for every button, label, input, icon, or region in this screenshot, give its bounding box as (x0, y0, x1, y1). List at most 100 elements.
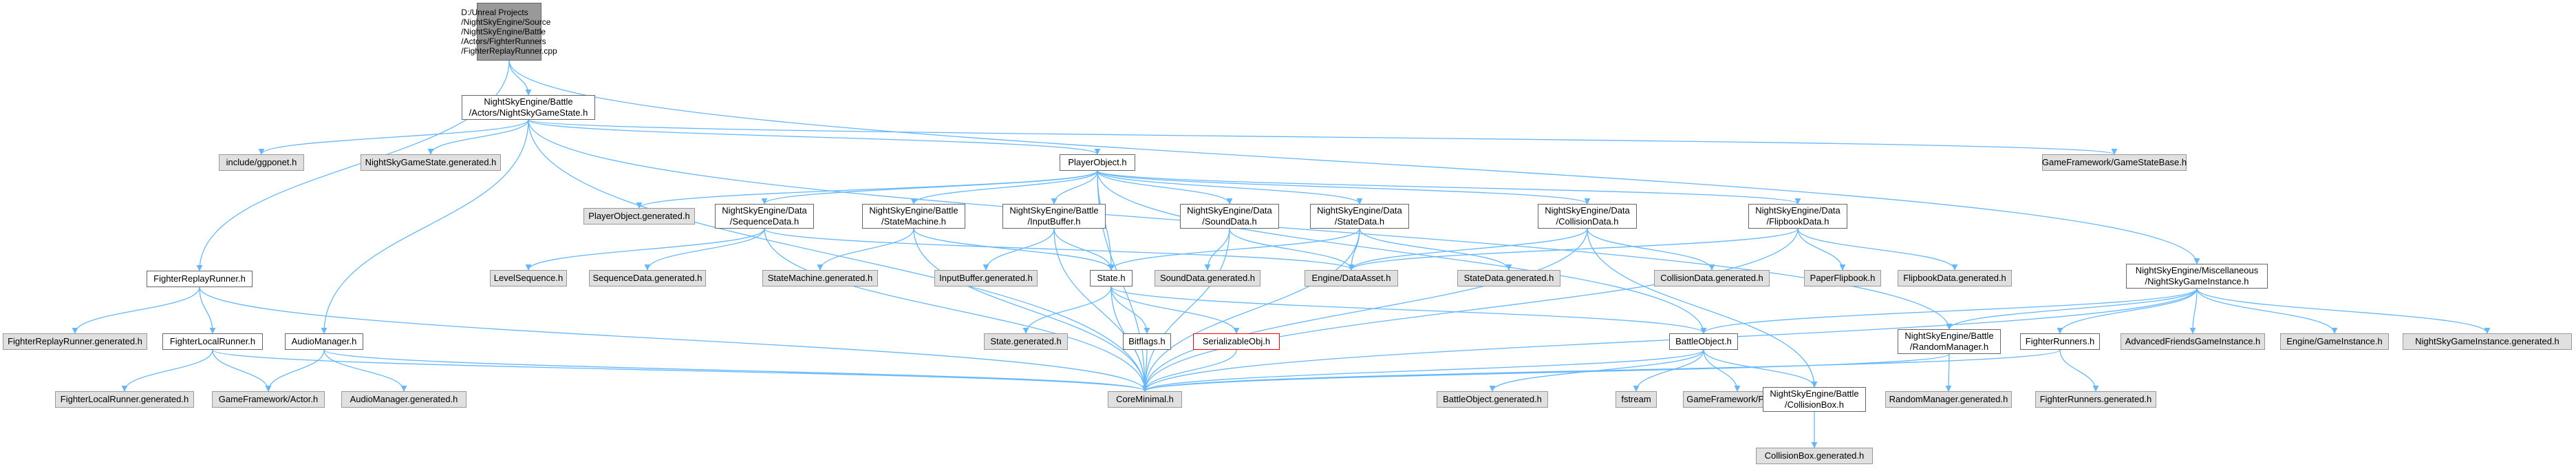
node-label: SoundData.generated.h (1159, 273, 1256, 283)
edge-gameinstance-to-advfriends (2189, 288, 2198, 334)
edge-sequencedata-to-levelsequence (525, 228, 765, 271)
node-sounddata-generated-h: SoundData.generated.h (1155, 270, 1260, 286)
edge-state-to-battleobject (1110, 286, 1707, 334)
node-label: NightSkyEngine/Data /FlipbookData.h (1755, 205, 1840, 227)
edge-flipbookdata-to-coreminimal (1141, 228, 1799, 392)
edge-audiomanager-to-actor (265, 349, 325, 392)
node-collisiondata-h[interactable]: NightSkyEngine/Data /CollisionData.h (1538, 204, 1637, 229)
edge-gameinstance-to-enginegi (2196, 288, 2338, 334)
node-statemachine-generated-h: StateMachine.generated.h (762, 270, 878, 286)
node-label: NightSkyEngine/Data /StateData.h (1317, 205, 1402, 227)
node-label: GameFramework/GameStateBase.h (2041, 157, 2187, 167)
node-ggponet-h[interactable]: include/ggponet.h (219, 154, 304, 171)
node-coreminimal-h[interactable]: CoreMinimal.h (1108, 391, 1182, 408)
node-bitflags-h[interactable]: Bitflags.h (1123, 333, 1171, 350)
edge-fighterrunners-to-fighterrunners_gen (2059, 349, 2099, 392)
edge-statedata-to-statedata_gen (1359, 228, 1512, 271)
node-state-h[interactable]: State.h (1090, 270, 1133, 286)
edge-randommanager-to-coreminimal (1141, 353, 1950, 392)
edge-collisiondata-to-dataasset (1348, 228, 1588, 271)
edge-statemachine-to-statemachine_gen (817, 228, 914, 271)
node-fighterrunners-generated-h: FighterRunners.generated.h (2035, 391, 2156, 408)
node-label: RandomManager.generated.h (1889, 394, 2008, 404)
node-label: AudioManager.generated.h (350, 394, 458, 404)
node-audiomanager-h[interactable]: AudioManager.h (285, 333, 363, 350)
node-label: LevelSequence.h (493, 273, 564, 283)
edge-battleobject-to-collisionbox (1703, 349, 1818, 388)
node-sequencedata-h[interactable]: NightSkyEngine/Data /SequenceData.h (715, 204, 814, 229)
node-nightskygamestate-h[interactable]: NightSkyEngine/Battle /Actors/NightSkyGa… (462, 95, 595, 120)
edge-statemachine-to-state (913, 228, 1115, 271)
node-label: NightSkyEngine/Battle /Actors/NightSkyGa… (469, 96, 588, 118)
edge-collisiondata-to-collisiondata_gen (1587, 228, 1715, 271)
node-label: NightSkyEngine/Battle /CollisionBox.h (1770, 388, 1859, 410)
node-fighterreplayrunner-h[interactable]: FighterReplayRunner.h (147, 271, 253, 287)
node-serializableobj-h[interactable]: SerializableObj.h (1193, 333, 1280, 350)
node-statedata-h[interactable]: NightSkyEngine/Data /StateData.h (1310, 204, 1409, 229)
node-sounddata-h[interactable]: NightSkyEngine/Data /SoundData.h (1180, 204, 1279, 229)
node-inputbuffer-h[interactable]: NightSkyEngine/Battle /InputBuffer.h (1002, 204, 1106, 229)
edge-inputbuffer-to-state (1053, 228, 1115, 271)
edge-gamestate-to-coreminimal (528, 119, 1148, 392)
node-label: SequenceData.generated.h (592, 273, 702, 283)
node-fighterlocalrunner-h[interactable]: FighterLocalRunner.h (162, 333, 263, 350)
edge-serializable-to-coreminimal (1141, 349, 1237, 392)
node-engine-dataasset-h[interactable]: Engine/DataAsset.h (1305, 270, 1398, 286)
edge-playerobject-to-collisiondata (1097, 170, 1591, 205)
edge-replayrunner-to-replayrunner_gen (72, 286, 200, 334)
node-levelsequence-h[interactable]: LevelSequence.h (490, 270, 567, 286)
edge-gamestate-to-playerobject (528, 119, 1101, 155)
node-collisionbox-generated-h: CollisionBox.generated.h (1756, 448, 1873, 464)
edge-statedata-to-dataasset (1348, 228, 1360, 271)
node-sequencedata-generated-h: SequenceData.generated.h (589, 270, 706, 286)
edge-fighterrunners-to-coreminimal (1141, 349, 2061, 392)
node-label: BattleObject.generated.h (1443, 394, 1542, 404)
edge-battleobject-to-fstream (1633, 349, 1704, 392)
node-label: NightSkyEngine/Miscellaneous /NightSkyGa… (2135, 265, 2259, 286)
node-randommanager-h[interactable]: NightSkyEngine/Battle /RandomManager.h (1898, 329, 2001, 354)
node-fighterreplayrunner-generated-h: FighterReplayRunner.generated.h (3, 333, 147, 350)
edge-battleobject-to-coreminimal (1141, 349, 1704, 392)
node-flipbookdata-generated-h: FlipbookData.generated.h (1898, 270, 2012, 286)
node-fighterrunners-h[interactable]: FighterRunners.h (2020, 333, 2100, 350)
node-nightskygameinstance-h[interactable]: NightSkyEngine/Miscellaneous /NightSkyGa… (2126, 264, 2268, 289)
edge-battleobject-to-pawn (1703, 349, 1741, 392)
node-battleobject-h[interactable]: BattleObject.h (1669, 333, 1738, 350)
edge-collisiondata-to-collisionbox (1587, 228, 1818, 388)
node-label: BattleObject.h (1675, 336, 1732, 346)
node-label: State.h (1097, 273, 1126, 283)
node-collisionbox-h[interactable]: NightSkyEngine/Battle /CollisionBox.h (1763, 387, 1866, 412)
node-label: fstream (1621, 394, 1651, 404)
node-label: include/ggponet.h (226, 157, 297, 167)
node-playerobject-h[interactable]: PlayerObject.h (1060, 154, 1135, 171)
node-label: PlayerObject.generated.h (588, 211, 690, 221)
edge-gamestate-to-gamestatebase (528, 119, 2117, 155)
edge-state-to-bitflags (1110, 286, 1150, 334)
node-fstream[interactable]: fstream (1616, 391, 1657, 408)
node-advancedfriendsgameinstance-h[interactable]: AdvancedFriendsGameInstance.h (2121, 333, 2265, 350)
edge-playerobject-to-statedata (1097, 170, 1363, 205)
node-label: NightSkyEngine/Data /CollisionData.h (1545, 205, 1630, 227)
edge-playerobject-to-battleobject (1097, 170, 1707, 334)
edge-sounddata-to-coreminimal (1141, 228, 1230, 392)
node-paperflipbook-h[interactable]: PaperFlipbook.h (1804, 270, 1881, 286)
node-flipbookdata-h[interactable]: NightSkyEngine/Data /FlipbookData.h (1748, 204, 1847, 229)
node-label: CoreMinimal.h (1116, 394, 1174, 404)
edge-gamestate-to-ggponet (258, 119, 529, 155)
node-label: FighterReplayRunner.h (153, 273, 246, 284)
edge-gameinstance-to-gameinstance_gen (2196, 288, 2491, 334)
node-gameframework-actor-h[interactable]: GameFramework/Actor.h (212, 391, 325, 408)
node-fighterlocalrunner-generated-h: FighterLocalRunner.generated.h (55, 391, 194, 408)
edge-playerobject-to-inputbuffer (1051, 170, 1098, 205)
edge-root-to-gameinstance (508, 60, 2200, 264)
node-gamestatebase-h[interactable]: GameFramework/GameStateBase.h (2042, 154, 2187, 171)
edge-flipbookdata-to-flipbookdata_gen (1797, 228, 1958, 271)
node-statemachine-h[interactable]: NightSkyEngine/Battle /StateMachine.h (862, 204, 965, 229)
node-label: FighterRunners.h (2025, 336, 2095, 346)
node-inputbuffer-generated-h: InputBuffer.generated.h (934, 270, 1038, 286)
edge-statemachine-to-coreminimal (913, 228, 1148, 392)
edge-replayrunner-to-localrunner (199, 286, 216, 334)
edge-gameinstance-to-battleobject (1700, 288, 2198, 334)
node-engine-gameinstance-h[interactable]: Engine/GameInstance.h (2280, 333, 2389, 350)
